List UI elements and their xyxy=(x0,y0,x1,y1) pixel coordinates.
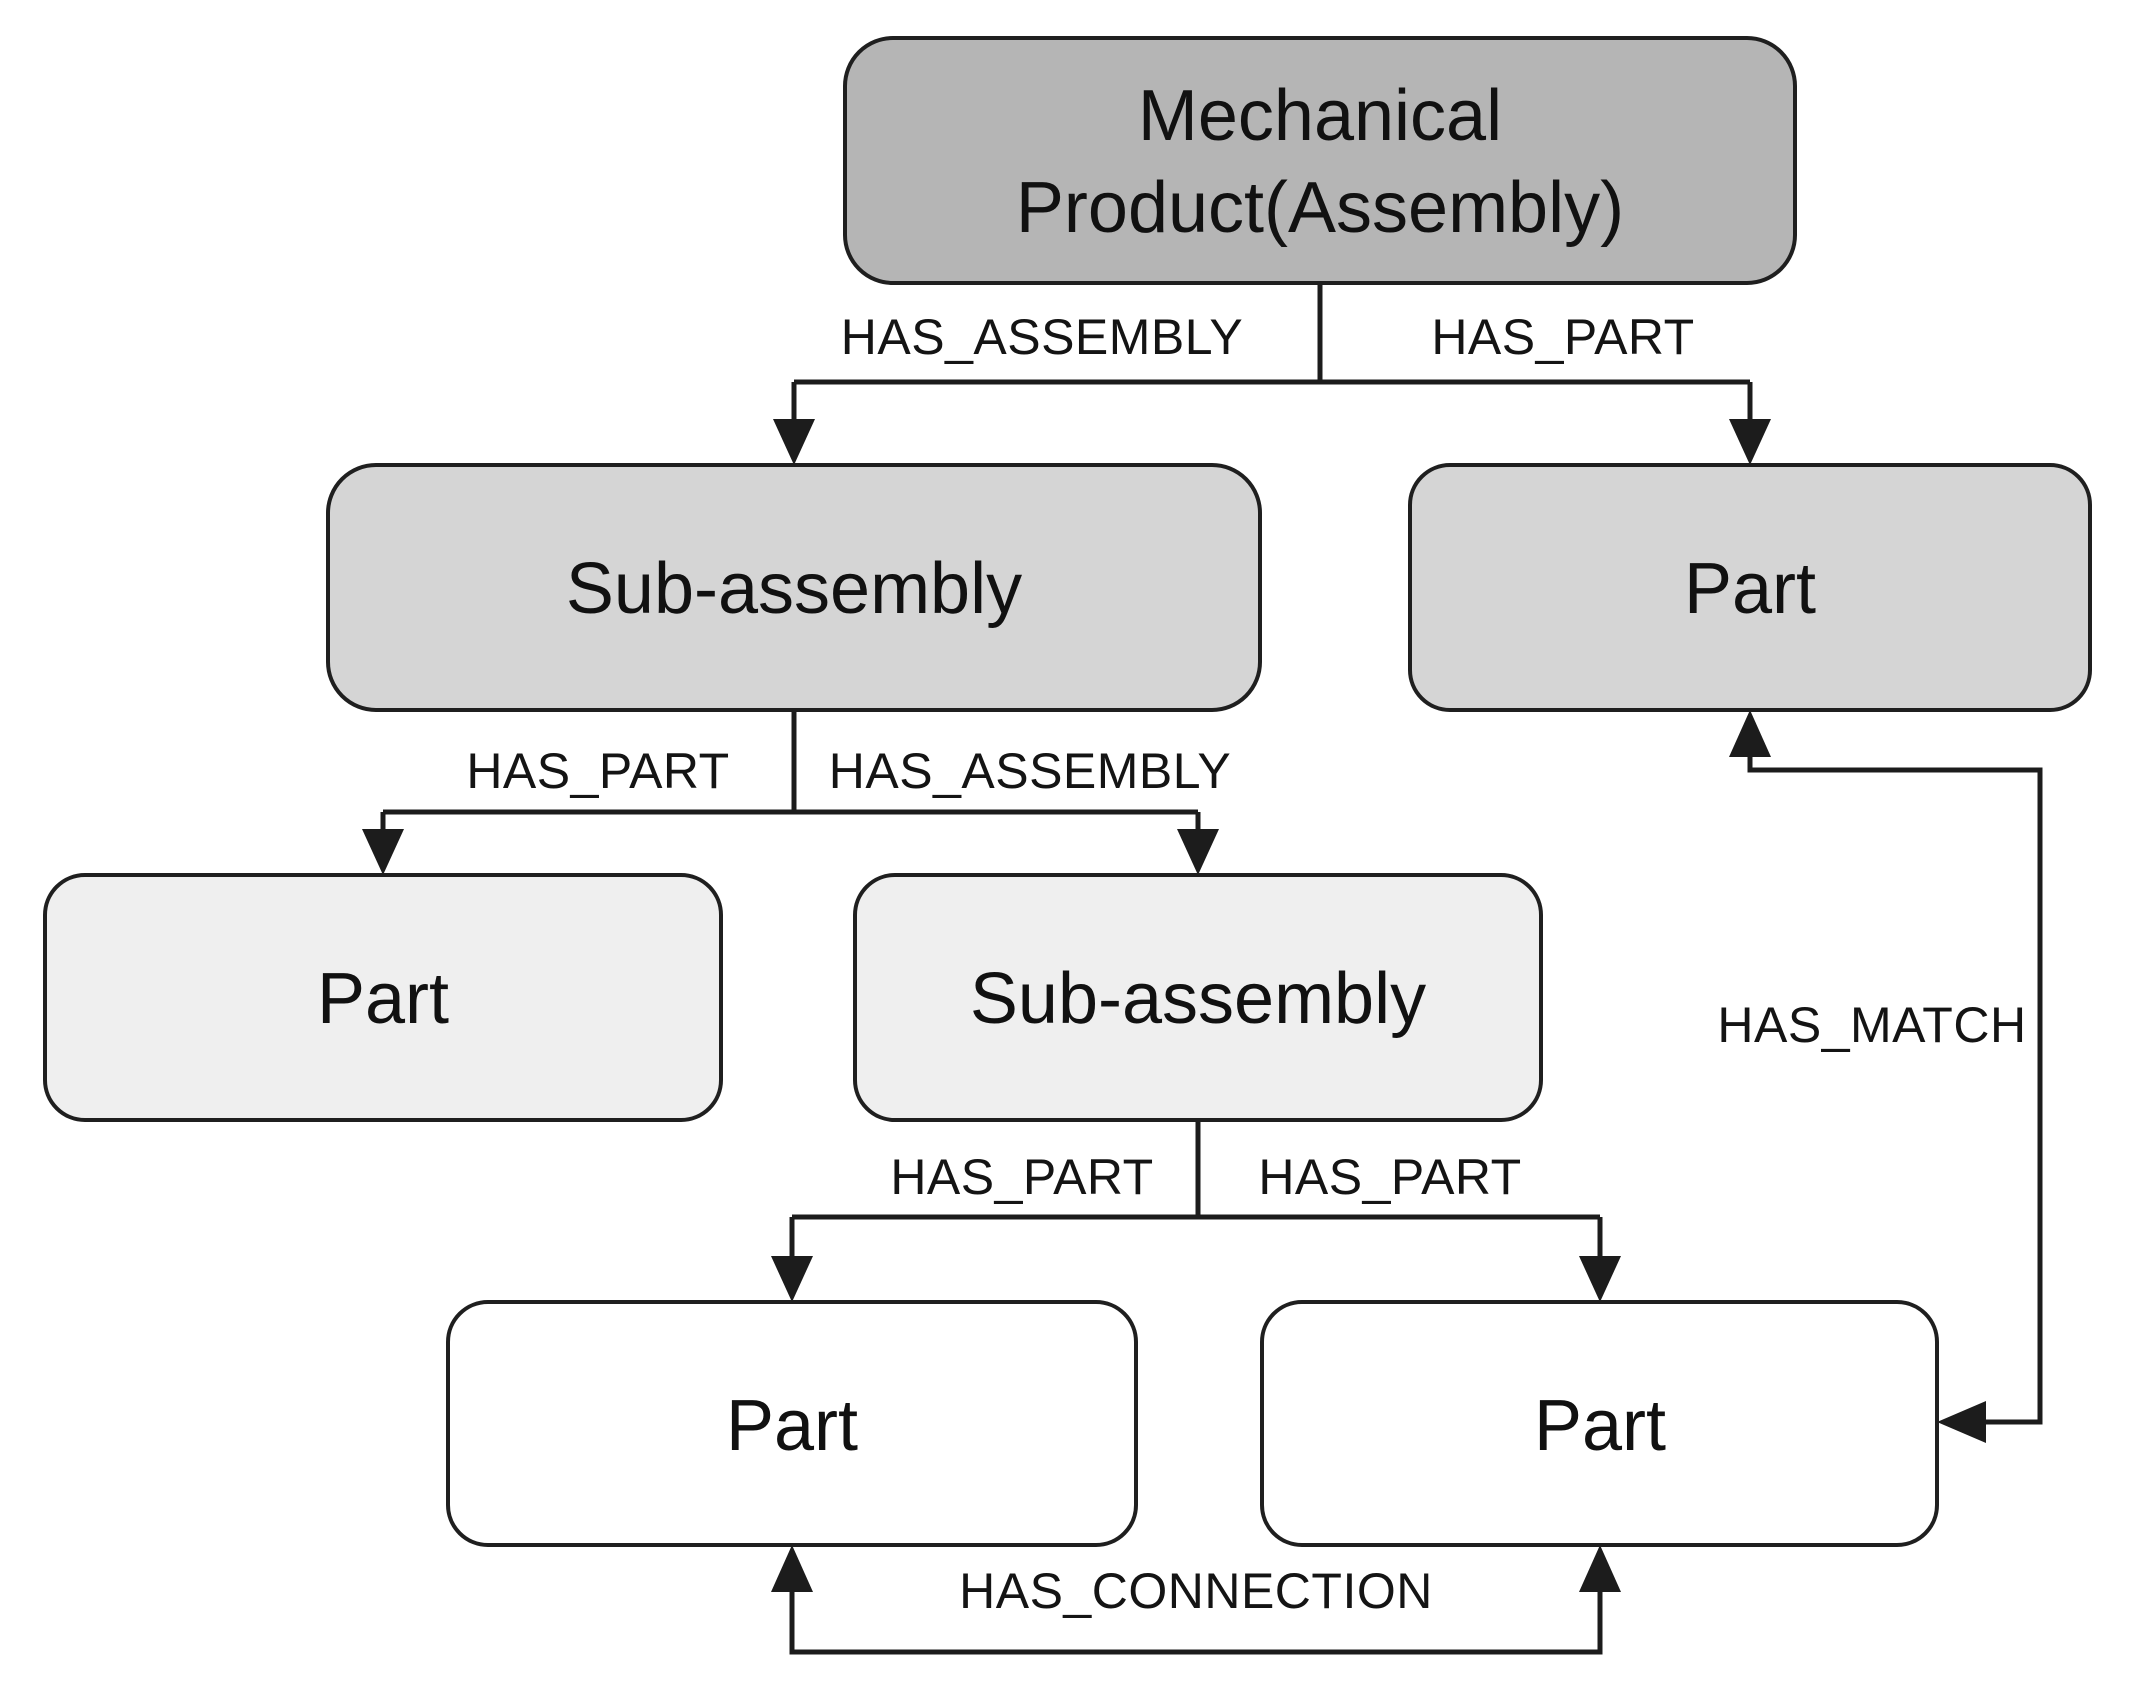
edge-sub1-has-assembly-arrowhead xyxy=(1177,829,1219,875)
node-part-top-right: Part xyxy=(1408,463,2092,712)
node-root-box xyxy=(843,36,1797,285)
edge-has-match-arrowhead-top xyxy=(1729,710,1771,757)
edge-sub2-has-part-left-arrowhead xyxy=(771,1256,813,1302)
edge-label-sub1-has-part: HAS_PART xyxy=(466,743,729,799)
node-root: Mechanical Product(Assembly) xyxy=(843,36,1797,285)
node-sub-assembly-1-box xyxy=(326,463,1262,712)
edge-label-root-has-assembly: HAS_ASSEMBLY xyxy=(841,309,1243,365)
node-sub-assembly-2: Sub-assembly xyxy=(853,873,1543,1122)
edge-has-match xyxy=(1729,710,2043,1443)
node-sub-assembly-1: Sub-assembly xyxy=(326,463,1262,712)
node-part-top-right-box xyxy=(1408,463,2092,712)
node-part-bottom-left-box xyxy=(446,1300,1138,1547)
edge-root-fork-line xyxy=(791,283,1753,424)
edge-has-connection xyxy=(771,1545,1621,1655)
node-part-mid-left-box xyxy=(43,873,723,1122)
edge-label-sub2-has-part-right: HAS_PART xyxy=(1258,1149,1521,1205)
node-part-top-right-label: Part xyxy=(1684,549,1816,629)
node-part-bottom-left-label: Part xyxy=(726,1386,858,1466)
edge-label-sub1-has-assembly: HAS_ASSEMBLY xyxy=(829,743,1231,799)
node-root-label-line1: Mechanical xyxy=(1138,76,1502,156)
edge-label-root-has-part: HAS_PART xyxy=(1431,309,1694,365)
edge-sub1-fork xyxy=(362,710,1219,875)
edge-sub1-has-part-arrowhead xyxy=(362,829,404,875)
edge-sub2-fork xyxy=(771,1120,1621,1302)
edge-has-connection-arrowhead-right xyxy=(1579,1545,1621,1592)
edge-has-match-arrowhead-right xyxy=(1937,1401,1986,1443)
edge-sub1-fork-line xyxy=(380,710,1201,834)
node-part-bottom-right-label: Part xyxy=(1534,1386,1666,1466)
node-part-bottom-left: Part xyxy=(446,1300,1138,1547)
node-sub-assembly-2-label: Sub-assembly xyxy=(970,959,1426,1039)
edge-root-has-part-arrowhead xyxy=(1729,419,1771,465)
node-sub-assembly-2-box xyxy=(853,873,1543,1122)
edge-root-fork xyxy=(773,283,1771,465)
node-root-label-line2: Product(Assembly) xyxy=(1016,168,1624,248)
edge-sub2-has-part-right-arrowhead xyxy=(1579,1256,1621,1302)
node-sub-assembly-1-label: Sub-assembly xyxy=(566,549,1022,629)
edge-label-has-connection: HAS_CONNECTION xyxy=(959,1563,1433,1619)
edge-has-connection-arrowhead-left xyxy=(771,1545,813,1592)
edge-has-match-line xyxy=(1747,752,2043,1425)
node-part-mid-left: Part xyxy=(43,873,723,1122)
edge-root-has-assembly-arrowhead xyxy=(773,419,815,465)
node-part-bottom-right: Part xyxy=(1260,1300,1939,1547)
edge-has-connection-line xyxy=(789,1588,1603,1655)
edge-sub2-fork-line xyxy=(789,1120,1603,1261)
edge-label-sub2-has-part-left: HAS_PART xyxy=(890,1149,1153,1205)
edge-label-has-match: HAS_MATCH xyxy=(1717,997,2026,1053)
node-part-mid-left-label: Part xyxy=(317,959,449,1039)
node-part-bottom-right-box xyxy=(1260,1300,1939,1547)
